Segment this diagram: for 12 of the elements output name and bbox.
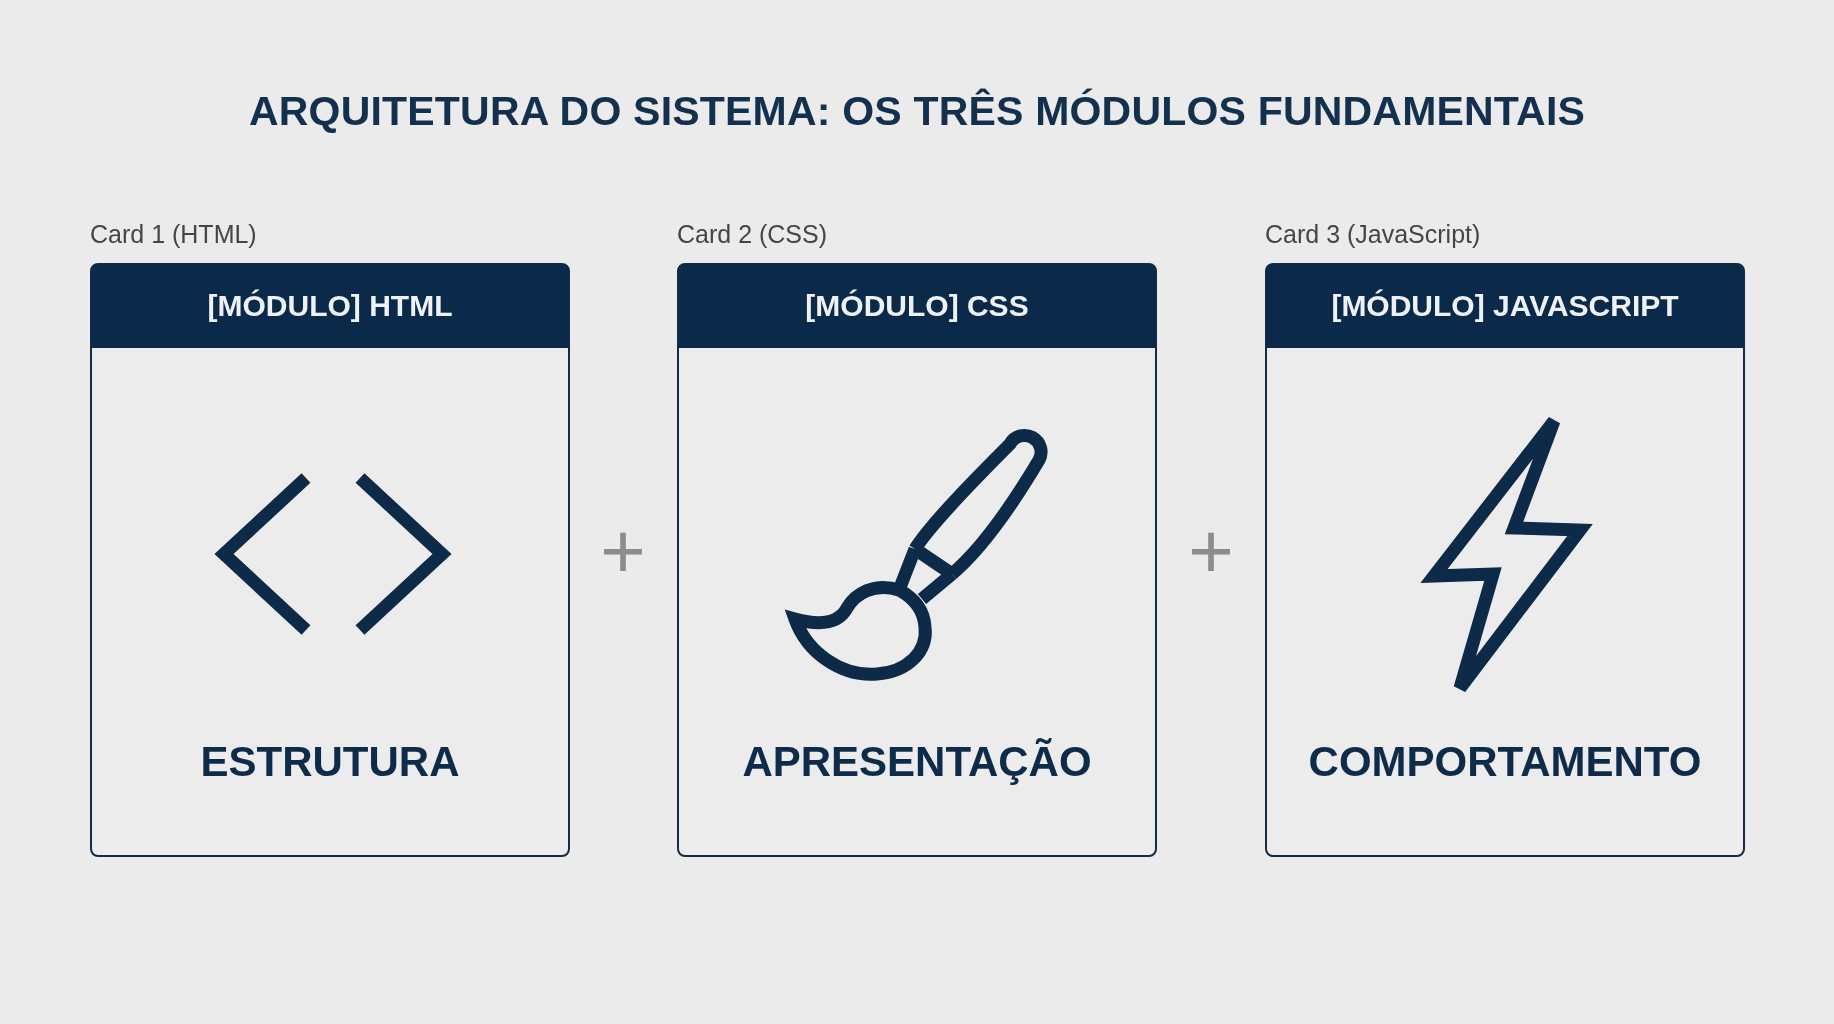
- card-label: ESTRUTURA: [200, 737, 460, 787]
- card-label: APRESENTAÇÃO: [742, 737, 1092, 787]
- card-header: [MÓDULO] CSS: [678, 264, 1156, 348]
- diagram-title: ARQUITETURA DO SISTEMA: OS TRÊS MÓDULOS FUNDAMENTAIS: [248, 87, 1586, 136]
- card-label: COMPORTAMENTO: [1308, 737, 1702, 787]
- plus-sign: +: [1188, 512, 1234, 590]
- card-caption: Card 2 (CSS): [677, 219, 828, 249]
- plus-sign: +: [600, 512, 646, 590]
- card-caption: Card 3 (JavaScript): [1265, 219, 1481, 249]
- card-caption: Card 1 (HTML): [90, 219, 257, 249]
- card-header: [MÓDULO] JAVASCRIPT: [1266, 264, 1744, 348]
- card-header: [MÓDULO] HTML: [91, 264, 569, 348]
